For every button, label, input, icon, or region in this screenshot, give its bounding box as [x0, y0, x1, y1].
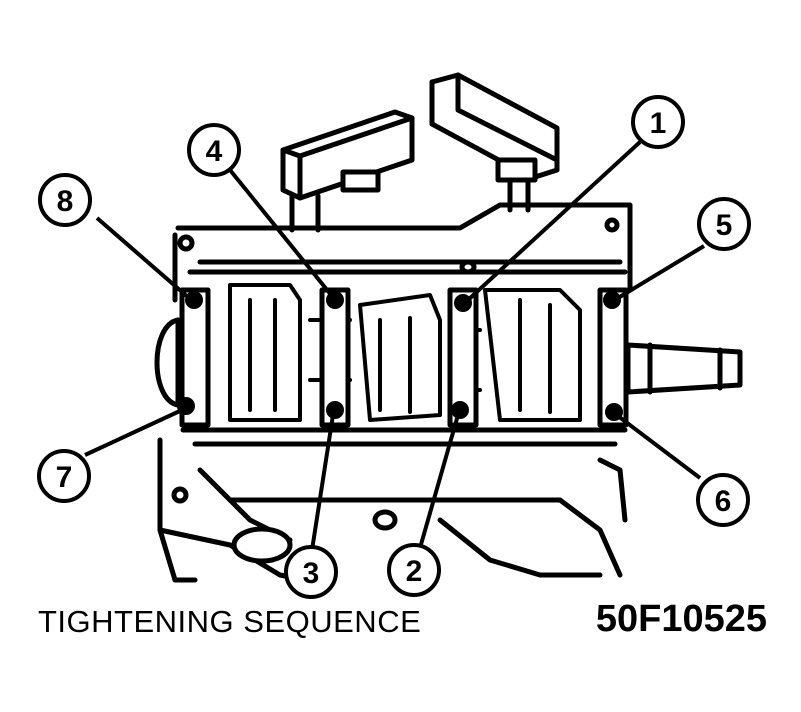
bolt-5	[603, 291, 621, 309]
bolt-2	[451, 401, 469, 419]
callout-2-label: 2	[406, 555, 423, 588]
callout-6: 6	[696, 473, 750, 527]
callout-5-label: 5	[716, 209, 733, 242]
callout-8-label: 8	[57, 185, 74, 218]
engine-block	[157, 202, 633, 588]
bolt-8	[185, 291, 203, 309]
front-pulley	[154, 317, 181, 408]
callout-2: 2	[387, 543, 441, 597]
cap-bolts	[177, 291, 623, 421]
callout-1-label: 1	[650, 107, 667, 140]
callout-8: 8	[38, 173, 92, 227]
leader-lines	[84, 140, 706, 551]
callout-4: 4	[187, 123, 241, 177]
callouts: 1 2 3 4 5 6 7 8	[37, 95, 751, 599]
bolt-3	[326, 401, 344, 419]
engine-stand-right	[429, 72, 560, 213]
callout-1: 1	[631, 95, 685, 149]
callout-4-label: 4	[206, 135, 223, 168]
crankshaft-snout	[625, 342, 743, 395]
engine-stand-left	[280, 109, 415, 233]
crankshaft	[228, 283, 582, 422]
callout-5: 5	[697, 197, 751, 251]
diagram-caption: TIGHTENING SEQUENCE	[38, 604, 422, 639]
callout-3: 3	[284, 545, 338, 599]
main-bearing-caps	[179, 287, 629, 428]
callout-3-label: 3	[303, 557, 320, 590]
callout-7-label: 7	[56, 461, 73, 494]
figure-number: 50F10525	[595, 598, 767, 640]
callout-7: 7	[37, 449, 91, 503]
callout-6-label: 6	[715, 485, 732, 518]
